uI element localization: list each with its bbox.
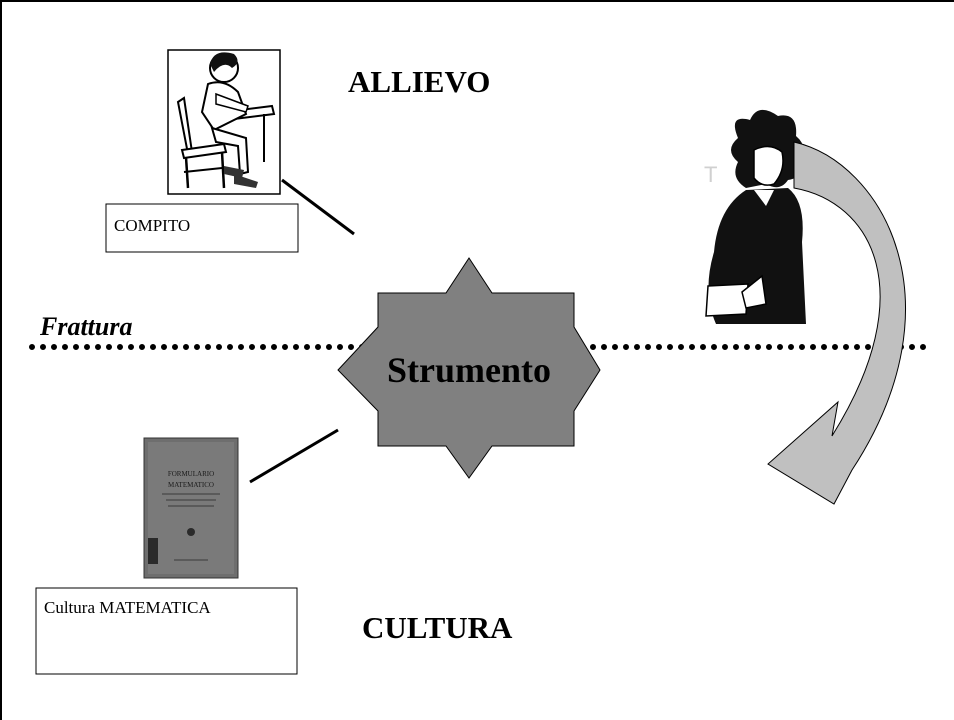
task-box: COMPITO [105, 203, 299, 253]
student-at-desk-icon [167, 49, 281, 195]
fracture-label: Frattura [39, 312, 133, 341]
task-box-label: COMPITO [114, 216, 190, 235]
heading-culture: CULTURA [362, 610, 513, 645]
heading-student: ALLIEVO [348, 64, 490, 99]
teacher-icon: T [704, 109, 806, 324]
svg-text:T: T [704, 162, 717, 187]
connector-culture [249, 428, 339, 484]
connector-task [281, 178, 355, 236]
culture-box: Cultura MATEMATICA [35, 587, 298, 675]
curved-arrow-icon [767, 141, 906, 505]
book-icon: FORMULARIO MATEMATICO [143, 437, 239, 579]
instrument-star: Strumento [337, 257, 601, 479]
instrument-label: Strumento [387, 350, 551, 390]
book-title-line2: MATEMATICO [168, 481, 214, 489]
book-title-line1: FORMULARIO [168, 470, 214, 478]
culture-box-label: Cultura MATEMATICA [44, 598, 211, 617]
